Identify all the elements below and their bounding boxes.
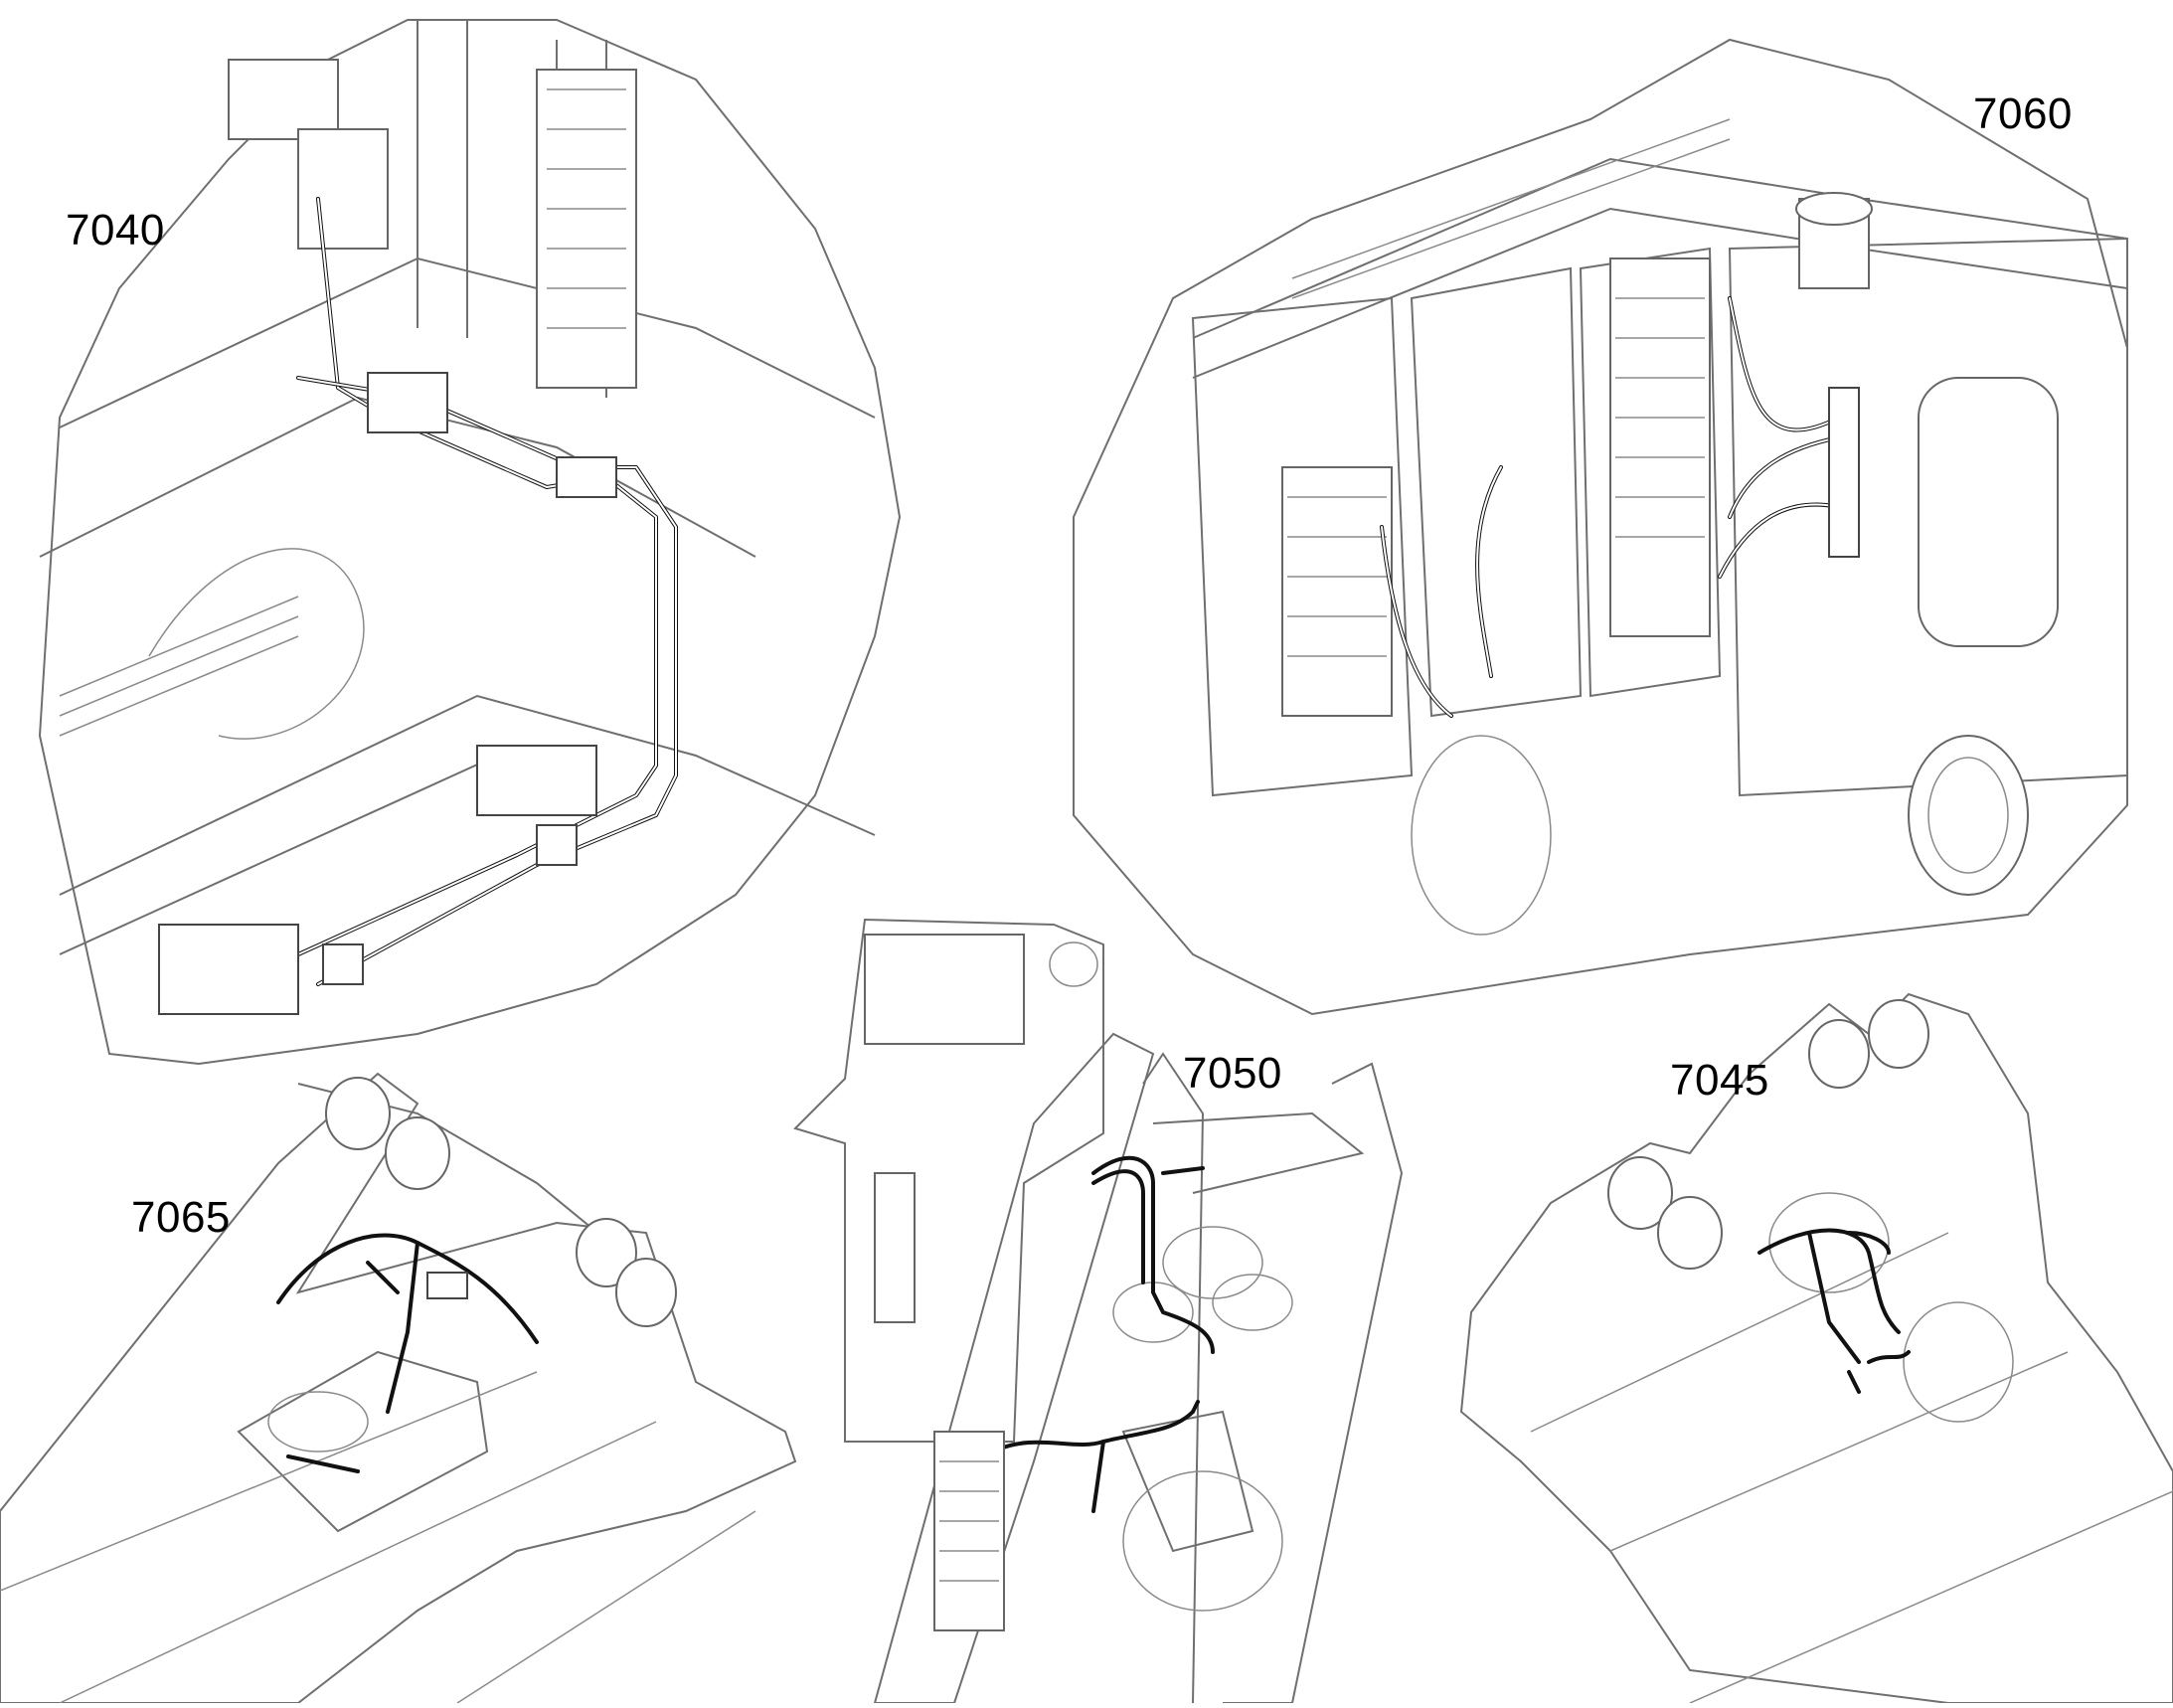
view-7065-illustration xyxy=(0,1072,797,1704)
callout-7045: 7045 xyxy=(1670,1056,1769,1105)
callout-7050: 7050 xyxy=(1183,1049,1282,1098)
view-7040-illustration xyxy=(38,19,902,1066)
callout-7060: 7060 xyxy=(1973,89,2073,138)
view-7060-illustration xyxy=(1073,38,2128,1016)
view-7050-illustration xyxy=(793,918,1404,1704)
view-7045-illustration xyxy=(1459,992,2173,1704)
callout-7040: 7040 xyxy=(66,206,165,255)
callout-7065: 7065 xyxy=(131,1193,231,1242)
